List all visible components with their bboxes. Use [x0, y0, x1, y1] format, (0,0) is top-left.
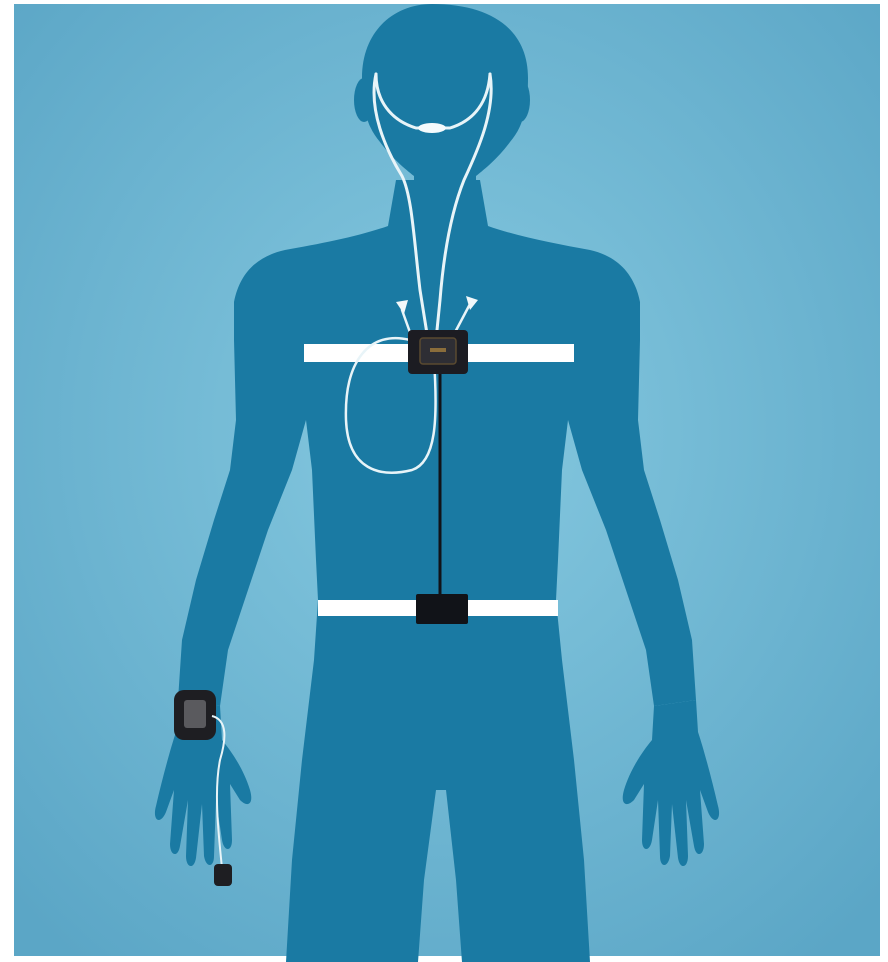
- wrist-oximeter: [174, 690, 216, 740]
- abdomen-sensor: [416, 594, 468, 624]
- finger-probe: [214, 864, 232, 886]
- right-ear: [510, 78, 530, 122]
- chest-recorder: [408, 330, 468, 374]
- left-ear: [354, 78, 374, 122]
